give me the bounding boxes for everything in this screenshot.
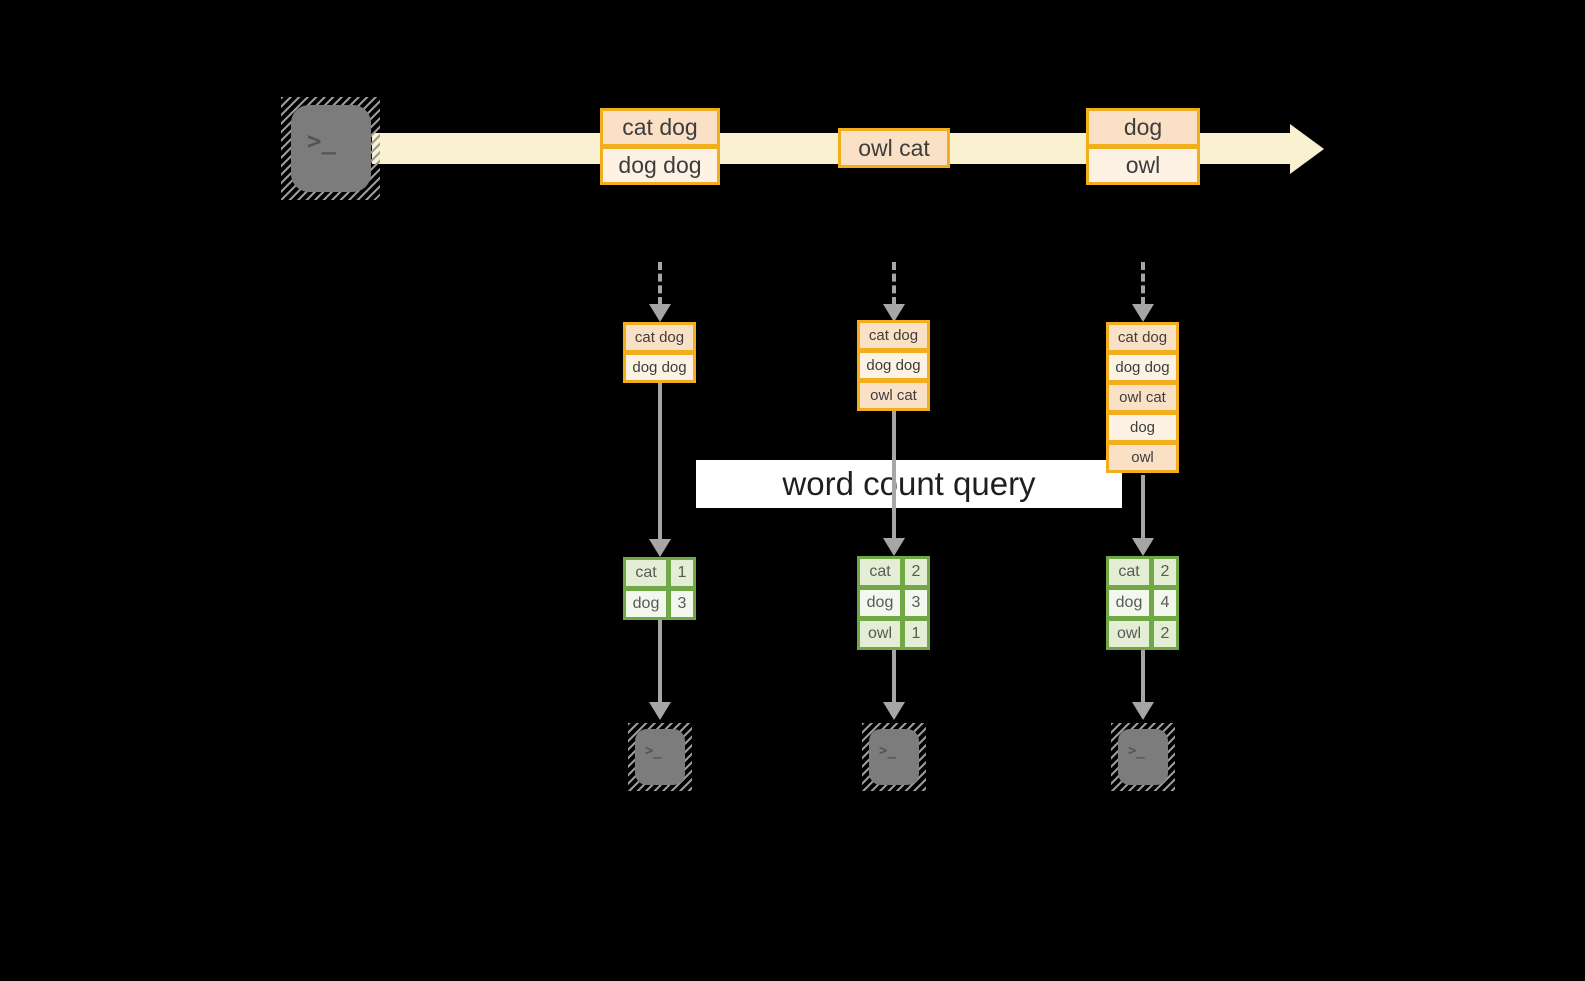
output-arrow-line-3 bbox=[1141, 650, 1145, 703]
event-buffer-3: cat dog dog dog owl cat dog owl bbox=[1106, 322, 1179, 473]
query-arrowhead-2 bbox=[883, 538, 905, 556]
table-row: dog 4 bbox=[1106, 587, 1179, 619]
stream-event-box-3: dog owl bbox=[1086, 108, 1200, 185]
stream-arrowhead-icon bbox=[1290, 124, 1324, 174]
query-arrow-line-1 bbox=[658, 383, 662, 540]
count-cell: 4 bbox=[1151, 587, 1179, 619]
query-label: word count query bbox=[782, 465, 1036, 502]
count-cell: 2 bbox=[902, 556, 930, 588]
word-cell: dog bbox=[1106, 587, 1152, 619]
stream-event: cat dog bbox=[600, 108, 720, 147]
ingest-arrowhead-2 bbox=[883, 304, 905, 322]
buffer-row: cat dog bbox=[1106, 322, 1179, 353]
count-cell: 2 bbox=[1151, 556, 1179, 588]
table-row: cat 1 bbox=[623, 557, 696, 589]
word-cell: owl bbox=[857, 618, 903, 650]
output-arrow-line-1 bbox=[658, 620, 662, 703]
query-arrow-line-3 bbox=[1141, 475, 1145, 539]
count-cell: 3 bbox=[902, 587, 930, 619]
stream-event: dog bbox=[1086, 108, 1200, 147]
count-cell: 1 bbox=[902, 618, 930, 650]
stream-event-box-2: owl cat bbox=[838, 128, 950, 168]
table-row: owl 2 bbox=[1106, 618, 1179, 650]
table-row: cat 2 bbox=[857, 556, 930, 588]
buffer-row: owl cat bbox=[857, 380, 930, 411]
ingest-arrowhead-1 bbox=[649, 304, 671, 322]
word-cell: dog bbox=[857, 587, 903, 619]
sink-terminal-icon-1: >_ bbox=[628, 723, 692, 791]
word-cell: owl bbox=[1106, 618, 1152, 650]
stream-event: owl cat bbox=[838, 128, 950, 168]
output-arrowhead-2 bbox=[883, 702, 905, 720]
word-cell: cat bbox=[623, 557, 669, 589]
count-cell: 1 bbox=[668, 557, 696, 589]
event-buffer-2: cat dog dog dog owl cat bbox=[857, 320, 930, 411]
count-table-3: cat 2 dog 4 owl 2 bbox=[1106, 556, 1179, 650]
buffer-row: cat dog bbox=[623, 322, 696, 353]
terminal-prompt-icon: >_ bbox=[1128, 743, 1145, 759]
stream-event-box-1: cat dog dog dog bbox=[600, 108, 720, 185]
table-row: dog 3 bbox=[857, 587, 930, 619]
ingest-arrowhead-3 bbox=[1132, 304, 1154, 322]
ingest-arrow-line-1 bbox=[658, 262, 662, 305]
buffer-row: dog dog bbox=[857, 350, 930, 381]
buffer-row: owl cat bbox=[1106, 382, 1179, 413]
ingest-arrow-line-2 bbox=[892, 262, 896, 305]
count-cell: 3 bbox=[668, 588, 696, 620]
buffer-row: dog dog bbox=[623, 352, 696, 383]
query-arrowhead-3 bbox=[1132, 538, 1154, 556]
word-cell: cat bbox=[857, 556, 903, 588]
buffer-row: dog bbox=[1106, 412, 1179, 443]
terminal-prompt-icon: >_ bbox=[645, 743, 662, 759]
stream-event: dog dog bbox=[600, 146, 720, 185]
buffer-row: owl bbox=[1106, 442, 1179, 473]
count-cell: 2 bbox=[1151, 618, 1179, 650]
terminal-prompt-icon: >_ bbox=[879, 743, 896, 759]
event-buffer-1: cat dog dog dog bbox=[623, 322, 696, 383]
buffer-row: cat dog bbox=[857, 320, 930, 351]
sink-terminal-icon-2: >_ bbox=[862, 723, 926, 791]
stream-event: owl bbox=[1086, 146, 1200, 185]
word-cell: cat bbox=[1106, 556, 1152, 588]
buffer-row: dog dog bbox=[1106, 352, 1179, 383]
sink-terminal-icon-3: >_ bbox=[1111, 723, 1175, 791]
terminal-prompt-icon: >_ bbox=[307, 127, 336, 155]
count-table-1: cat 1 dog 3 bbox=[623, 557, 696, 620]
output-arrowhead-3 bbox=[1132, 702, 1154, 720]
output-arrowhead-1 bbox=[649, 702, 671, 720]
word-cell: dog bbox=[623, 588, 669, 620]
ingest-arrow-line-3 bbox=[1141, 262, 1145, 305]
table-row: cat 2 bbox=[1106, 556, 1179, 588]
query-label-box: word count query bbox=[696, 460, 1122, 508]
source-terminal-icon: >_ bbox=[281, 97, 380, 200]
output-arrow-line-2 bbox=[892, 650, 896, 703]
count-table-2: cat 2 dog 3 owl 1 bbox=[857, 556, 930, 650]
query-arrow-line-2 bbox=[892, 411, 896, 539]
query-arrowhead-1 bbox=[649, 539, 671, 557]
table-row: owl 1 bbox=[857, 618, 930, 650]
table-row: dog 3 bbox=[623, 588, 696, 620]
